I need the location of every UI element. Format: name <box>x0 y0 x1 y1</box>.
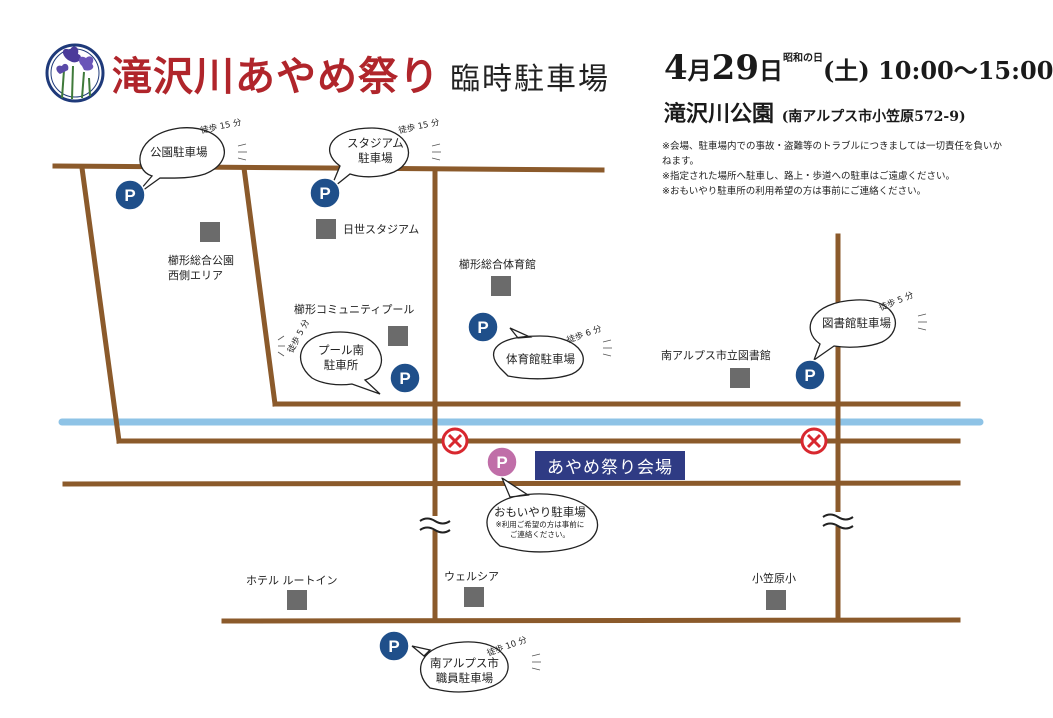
road-break-icon <box>419 516 451 534</box>
note-item: ※指定された場所へ駐車し、路上・歩道への駐車はご遠慮ください。 <box>662 171 955 182</box>
building-gym <box>491 276 511 296</box>
landmark-west-area: 櫛形総合公園 西側エリア <box>168 253 234 283</box>
festival-venue-banner: あやめ祭り会場 <box>535 451 685 480</box>
parking-icon: P <box>309 177 341 209</box>
venue: 滝沢川公園 (南アルプス市小笠原572-9) <box>664 96 966 128</box>
gym-parking-label: 体育館駐車場 <box>506 352 575 366</box>
building-hotel <box>287 590 307 610</box>
landmark-school: 小笠原小 <box>752 572 796 585</box>
bubble-staff-parking <box>411 641 509 693</box>
label-line: 駐車場 <box>358 151 393 165</box>
consideration-parking-label: おもいやり駐車場 ※利用ご希望の方は事前に ご連絡ください。 <box>494 505 586 540</box>
note-item: ※会場、駐車場内での事故・盗難等のトラブルにつきましては一切責任を負いかねます。 <box>662 141 1002 167</box>
label-line: 駐車所 <box>323 358 359 372</box>
library-parking-label: 図書館駐車場 <box>822 316 891 330</box>
date-day: 29 <box>711 48 759 88</box>
venue-name: 滝沢川公園 <box>664 101 775 127</box>
road-top <box>52 163 605 173</box>
road-break-icon <box>822 512 854 530</box>
landmark-pool: 櫛形コミュニティプール <box>294 303 415 316</box>
park-parking-label: 公園駐車場 <box>150 145 208 159</box>
svg-text:P: P <box>496 453 507 472</box>
label-line: 西側エリア <box>168 269 223 282</box>
parking-icon: P <box>794 359 826 391</box>
svg-text:P: P <box>804 366 815 385</box>
landmark-welcia: ウェルシア <box>444 570 499 583</box>
event-title: 滝沢川あやめ祭り <box>112 53 440 100</box>
bubble-park-parking <box>134 127 225 197</box>
venue-address: (南アルプス市小笠原572-9) <box>781 109 966 125</box>
parking-icon: P <box>378 630 410 662</box>
svg-text:P: P <box>124 186 135 205</box>
notes: ※会場、駐車場内での事故・盗難等のトラブルにつきましては一切責任を負いかねます。… <box>662 139 1002 199</box>
river <box>58 417 984 427</box>
svg-text:P: P <box>399 369 410 388</box>
event-time: 10:00〜15:00 <box>878 56 1053 85</box>
road-bottom <box>221 617 961 624</box>
building-school <box>766 590 786 610</box>
note-item: ※おもいやり駐車所の利用希望の方は事前にご連絡ください。 <box>662 186 927 197</box>
parking-icon: P <box>389 362 421 394</box>
bubble-library-parking <box>809 299 897 362</box>
bubble-gym-parking <box>492 327 584 380</box>
event-subtitle: 臨時駐車場 <box>450 62 610 97</box>
iris-flower-logo <box>45 43 105 103</box>
building-west-area <box>200 222 220 242</box>
label-line: スタジアム <box>347 136 404 150</box>
date-day-unit: 日 <box>759 56 783 85</box>
event-date: 4月29日昭和の日(土) 10:00〜15:00 <box>664 48 1053 88</box>
map-canvas: P P P P P P P <box>45 43 984 693</box>
date-weekday: (土) <box>823 56 870 85</box>
label-note: ご連絡ください。 <box>509 530 570 539</box>
stadium-parking-label: スタジアム 駐車場 <box>347 136 404 166</box>
building-stadium <box>316 219 336 239</box>
landmark-hotel: ホテル ルートイン <box>246 574 338 587</box>
road-middle-diagonal <box>241 165 278 407</box>
building-library <box>730 368 750 388</box>
staff-parking-label: 南アルプス市 職員駐車場 <box>430 656 499 686</box>
parking-icon: P <box>114 179 146 211</box>
landmark-stadium: 日世スタジアム <box>343 223 420 236</box>
pool-parking-label: プール南 駐車所 <box>318 343 364 373</box>
road-west-diagonal <box>79 165 122 444</box>
landmark-library: 南アルプス市立図書館 <box>661 349 771 362</box>
svg-text:P: P <box>388 637 399 656</box>
no-entry-icon <box>800 427 828 455</box>
date-month: 4 <box>664 48 688 88</box>
date-month-unit: 月 <box>687 56 712 85</box>
parking-icon-consideration: P <box>486 446 518 478</box>
parking-icon: P <box>467 311 499 343</box>
landmark-gym: 櫛形総合体育館 <box>459 258 536 271</box>
label-line: プール南 <box>318 343 364 357</box>
label-line: 南アルプス市 <box>430 656 499 670</box>
building-welcia <box>464 587 484 607</box>
label-note: ※利用ご希望の方は事前に <box>495 520 585 529</box>
bubble-stadium-parking <box>329 127 410 191</box>
date-holiday: 昭和の日 <box>783 53 823 64</box>
svg-text:P: P <box>477 318 488 337</box>
building-pool <box>388 326 408 346</box>
label-line: おもいやり駐車場 <box>494 505 586 519</box>
no-entry-icon <box>441 427 469 455</box>
label-line: 職員駐車場 <box>435 671 494 685</box>
label-line: 櫛形総合公園 <box>168 254 234 267</box>
bubble-pool-parking <box>300 331 383 395</box>
svg-text:P: P <box>319 184 330 203</box>
bubble-consideration-parking <box>486 476 599 553</box>
